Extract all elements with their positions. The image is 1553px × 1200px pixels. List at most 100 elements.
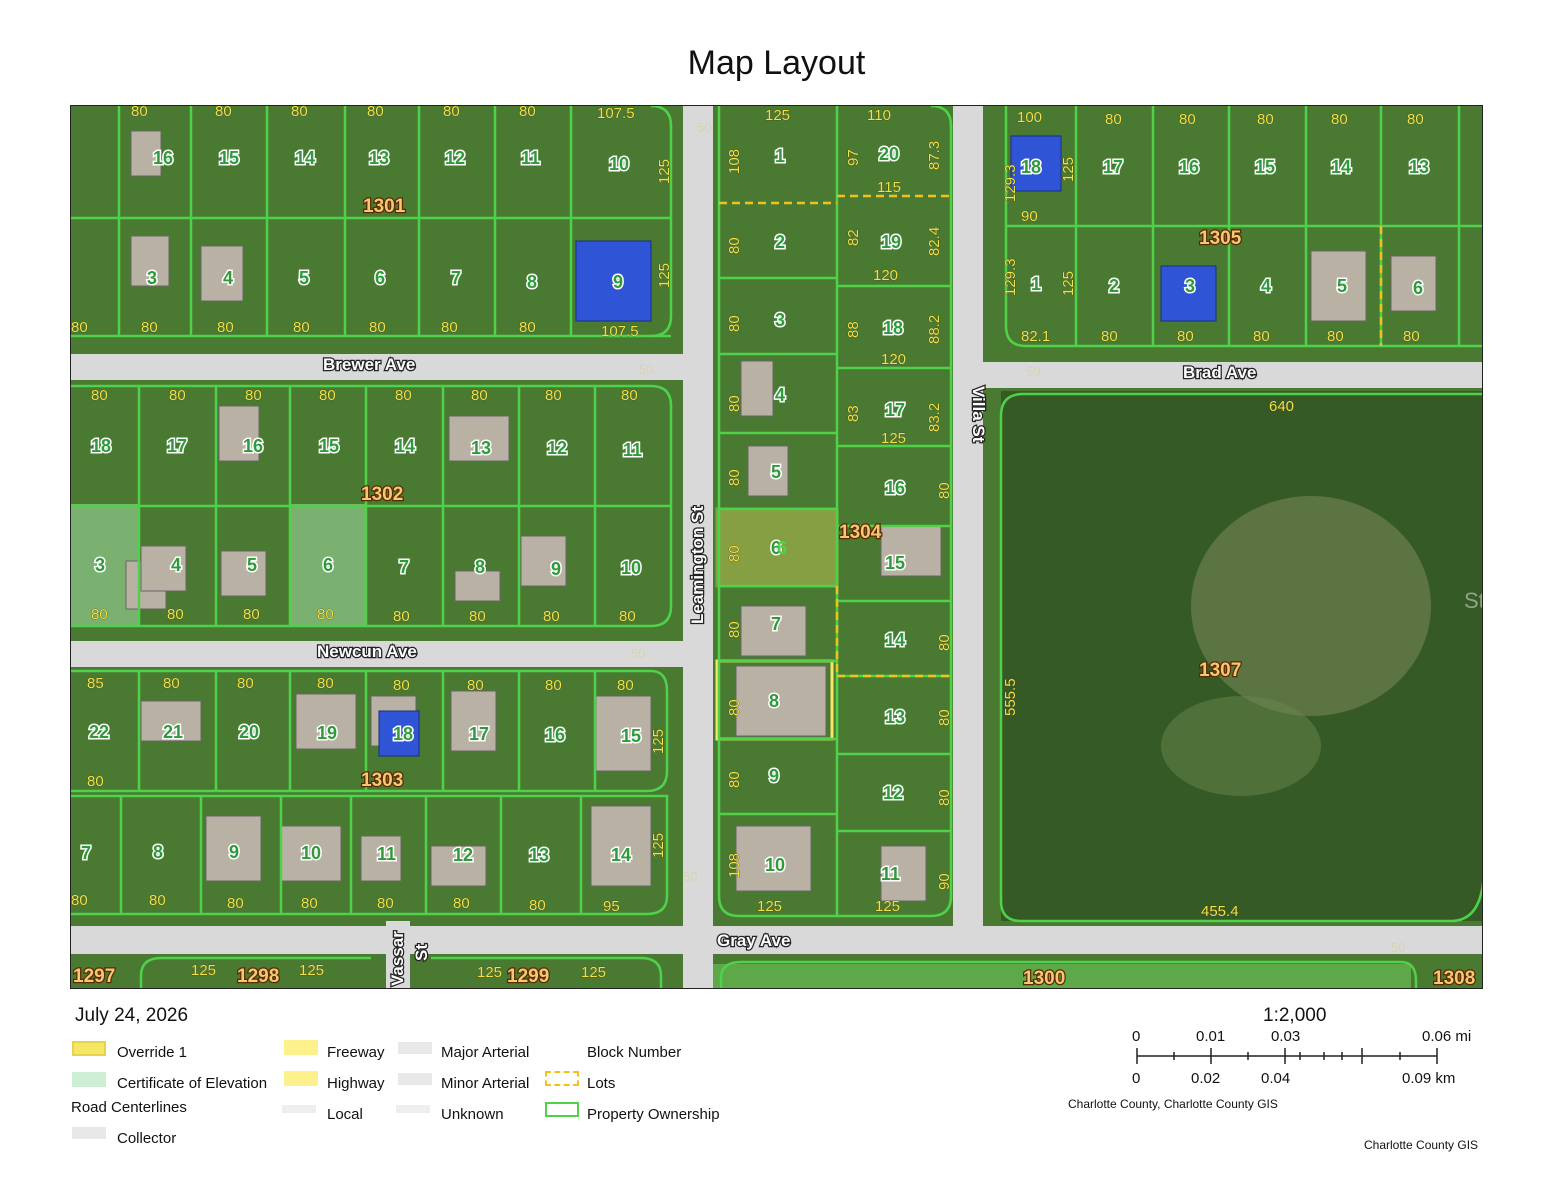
svg-text:50: 50	[1391, 940, 1405, 955]
svg-text:80: 80	[443, 106, 460, 120]
svg-text:4: 4	[775, 385, 785, 405]
svg-text:80: 80	[71, 892, 88, 909]
block-numbers: 1301 1305 1302 1304 1307 1303 1297 1298 …	[72, 195, 1477, 988]
svg-text:80: 80	[936, 634, 953, 651]
svg-text:16: 16	[243, 436, 263, 456]
svg-text:80: 80	[726, 621, 743, 638]
svg-text:80: 80	[545, 387, 562, 404]
svg-text:80: 80	[726, 699, 743, 716]
legend-block-number: Block Number	[587, 1044, 682, 1061]
svg-text:3: 3	[1185, 276, 1195, 296]
scale-mi-2: 0.03	[1271, 1028, 1301, 1045]
road-label-leamington: Leamington St	[688, 506, 707, 624]
road-leamington	[683, 106, 713, 988]
legend-highway: Highway	[327, 1075, 385, 1092]
svg-text:80: 80	[1105, 111, 1122, 128]
svg-text:80: 80	[301, 895, 318, 912]
svg-text:95: 95	[603, 898, 620, 915]
field	[711, 964, 1411, 988]
svg-text:12: 12	[883, 783, 903, 803]
svg-text:16: 16	[1179, 157, 1199, 177]
svg-text:80: 80	[453, 895, 470, 912]
house-roofs	[125, 130, 1437, 902]
svg-text:80: 80	[317, 675, 334, 692]
svg-text:8: 8	[153, 842, 163, 862]
svg-text:18: 18	[91, 436, 111, 456]
svg-text:6: 6	[375, 268, 385, 288]
svg-text:125: 125	[581, 964, 606, 981]
road-label-villa: Villa St	[969, 386, 988, 443]
swatch-lots	[545, 1071, 579, 1086]
svg-text:80: 80	[726, 469, 743, 486]
swatch-certificate	[72, 1072, 106, 1087]
svg-text:11: 11	[377, 844, 396, 864]
svg-text:80: 80	[936, 789, 953, 806]
legend-local: Local	[327, 1106, 363, 1123]
svg-text:125: 125	[650, 833, 667, 858]
svg-text:14: 14	[885, 630, 905, 650]
svg-text:129.3: 129.3	[1002, 258, 1019, 296]
svg-text:15: 15	[319, 436, 339, 456]
svg-text:80: 80	[1327, 328, 1344, 345]
svg-text:11: 11	[521, 148, 540, 168]
road-label-newcun: Newcun Ave	[317, 642, 417, 661]
svg-text:3: 3	[95, 555, 105, 575]
svg-text:19: 19	[881, 232, 901, 252]
svg-text:80: 80	[319, 387, 336, 404]
svg-text:80: 80	[936, 482, 953, 499]
svg-text:6: 6	[771, 538, 781, 558]
svg-text:83.2: 83.2	[926, 403, 943, 432]
svg-text:1305: 1305	[1199, 228, 1242, 249]
svg-text:115: 115	[877, 179, 901, 196]
road-gray	[71, 926, 1482, 954]
svg-text:17: 17	[1103, 157, 1123, 177]
svg-text:85: 85	[87, 675, 104, 692]
svg-text:125: 125	[765, 107, 790, 124]
svg-text:1299: 1299	[507, 966, 549, 987]
source-credit: Charlotte County, Charlotte County GIS	[1068, 1097, 1278, 1111]
scale-km-0: 0	[1132, 1070, 1141, 1087]
scale-km-1: 0.02	[1191, 1070, 1221, 1087]
svg-text:13: 13	[1409, 157, 1429, 177]
svg-text:80: 80	[1403, 328, 1420, 345]
swatch-freeway	[284, 1040, 318, 1055]
svg-text:15: 15	[1255, 157, 1275, 177]
svg-text:80: 80	[545, 677, 562, 694]
scale-km-2: 0.04	[1261, 1070, 1291, 1087]
svg-text:20: 20	[879, 144, 899, 164]
svg-text:12: 12	[547, 438, 567, 458]
road-villa	[953, 106, 983, 941]
svg-text:14: 14	[611, 845, 631, 865]
svg-text:90: 90	[936, 873, 953, 890]
svg-text:6: 6	[1413, 278, 1423, 298]
svg-text:120: 120	[873, 267, 898, 284]
svg-text:80: 80	[245, 387, 262, 404]
svg-text:110: 110	[867, 107, 891, 124]
svg-text:80: 80	[467, 677, 484, 694]
svg-text:13: 13	[529, 845, 549, 865]
svg-text:14: 14	[395, 436, 415, 456]
road-labels: Brewer Ave Brad Ave Newcun Ave Gray Ave …	[316, 354, 1258, 988]
svg-text:125: 125	[191, 962, 216, 979]
svg-text:22: 22	[89, 722, 109, 742]
svg-text:10: 10	[609, 154, 629, 174]
legend-lots: Lots	[587, 1075, 616, 1092]
svg-text:80: 80	[87, 773, 104, 790]
legend-road-centerlines: Road Centerlines	[71, 1099, 187, 1116]
svg-text:108: 108	[726, 853, 743, 878]
dimension-labels-vertical: 108 80 80 80 80 80 80 80 80 108 97 82 88…	[650, 140, 1078, 890]
svg-text:88: 88	[845, 321, 862, 338]
svg-text:7: 7	[451, 268, 461, 288]
svg-text:16: 16	[153, 148, 173, 168]
page-title: Map Layout	[687, 44, 866, 82]
svg-text:4: 4	[223, 268, 233, 288]
certificate-highlight	[290, 504, 366, 626]
svg-text:18: 18	[1021, 157, 1041, 177]
svg-text:2: 2	[775, 232, 785, 252]
parcel-lines	[71, 106, 1482, 988]
road-label-gray: Gray Ave	[717, 931, 790, 950]
svg-text:80: 80	[936, 709, 953, 726]
swatch-override	[72, 1041, 106, 1056]
